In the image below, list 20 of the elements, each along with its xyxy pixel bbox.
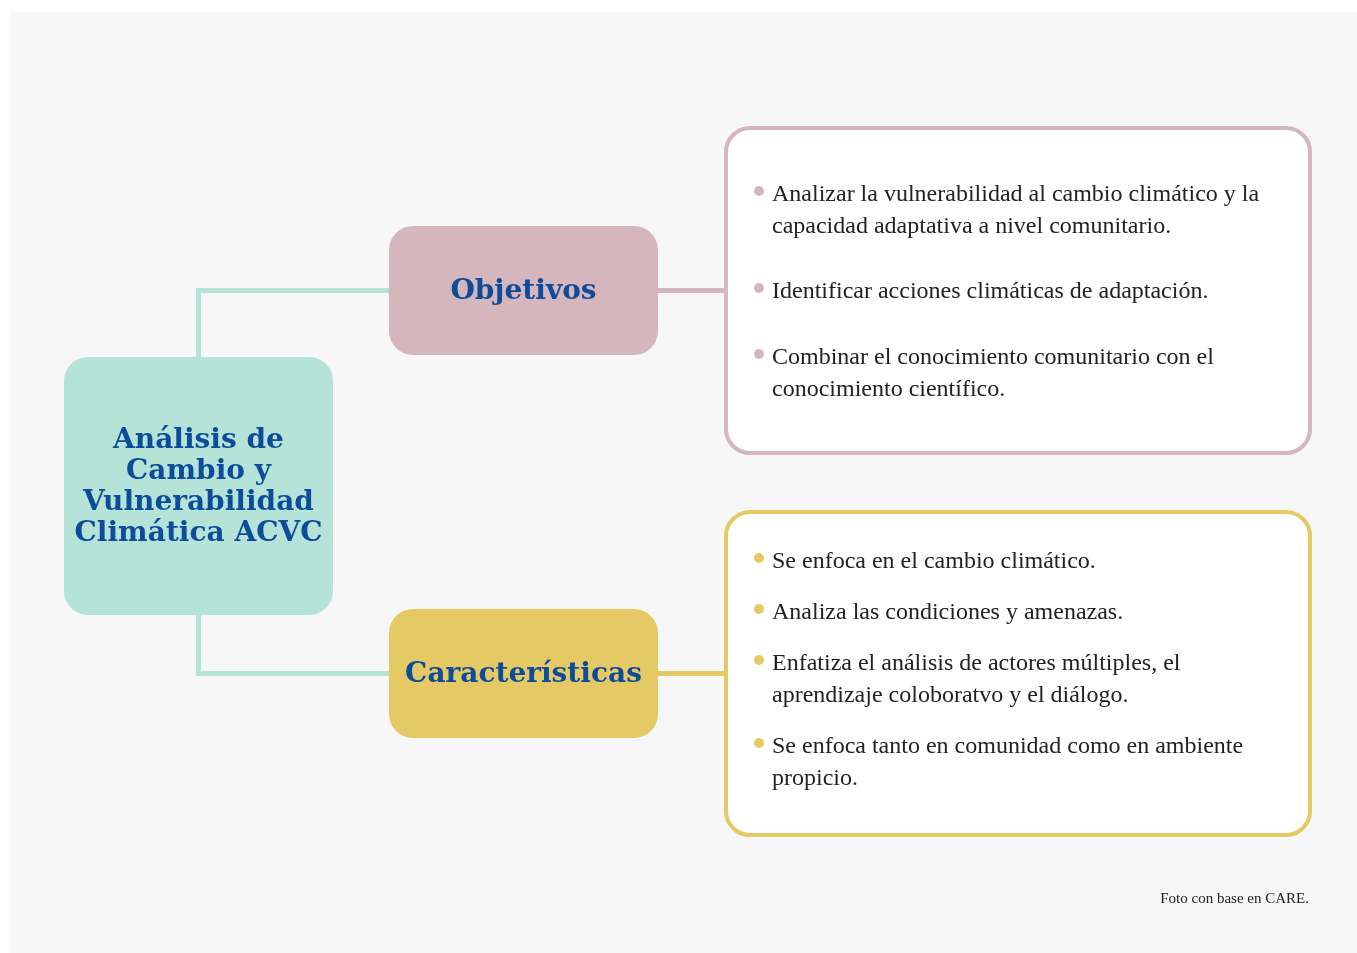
list-panel [724,510,1312,837]
list-item: Enfatiza el análisis de actores múltiples, el aprendizaje coloboratvo y el diálogo. [772,648,1182,710]
box-title: Análisis de Cambio y Vulnerabilidad Climática ACVC [73,424,324,548]
list-panel [724,126,1312,455]
list-item: Analiza las condiciones y amenazas. [772,596,1124,626]
topic-box [64,357,333,615]
box-title: Objetivos [449,275,598,306]
connector-line [658,288,724,293]
list-item: Combinar el conocimiento comunitario con el conocimiento científico. [772,342,1215,404]
list-item: Se enfoca tanto en comunidad como en ambiente propicio. [772,731,1245,793]
connector-line [196,288,389,357]
connector-line [196,615,389,676]
list-item: Se enfoca en el cambio climático. [772,545,1096,575]
box-title: Características [404,658,643,689]
connector-line [658,671,724,676]
list-item: Identificar acciones climáticas de adaptación. [772,276,1209,306]
list-item: Analizar la vulnerabilidad al cambio climático y la capacidad adaptativa a nivel comunitario. [772,178,1261,240]
source-note: Foto con base en CARE. [1160,890,1309,907]
category-box [389,226,658,355]
category-box [389,609,658,738]
